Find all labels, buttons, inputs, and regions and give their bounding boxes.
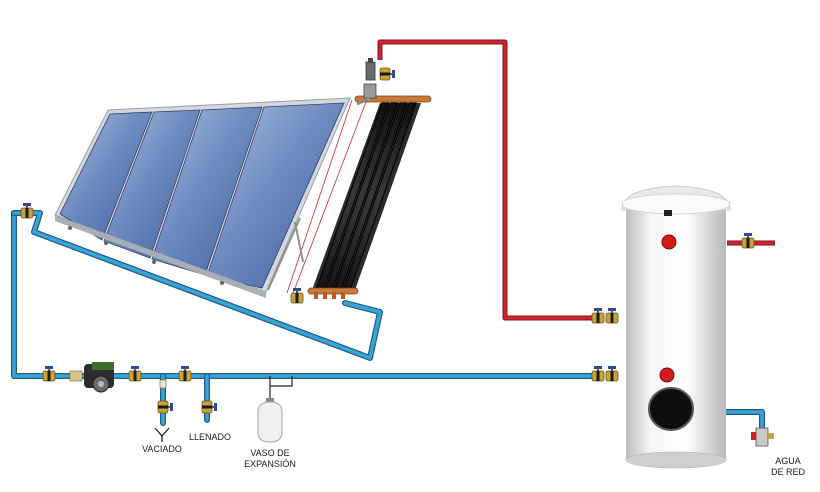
air-purger-icon <box>356 58 396 106</box>
expansion-branch-pipe <box>269 376 293 387</box>
expansion-vessel-label-line2: EXPANSIÓN <box>244 459 296 469</box>
inspection-flange-icon <box>648 387 694 431</box>
mains-water-label-line2: DE RED <box>770 467 805 477</box>
drain-outlet-icon <box>154 427 170 442</box>
absorber-tubes-icon <box>307 95 432 299</box>
lower-coil-port-icon <box>659 367 675 383</box>
mains-water-label: AGUA DE RED <box>764 456 812 478</box>
mains-water-label-line1: AGUA <box>775 456 801 466</box>
storage-tank-icon <box>621 185 731 469</box>
expansion-vessel-label-line1: VASO DE <box>250 448 290 458</box>
mains-inlet-valve-icon <box>751 427 774 447</box>
expansion-vessel-icon <box>257 398 283 443</box>
fill-label: LLENADO <box>188 432 232 442</box>
upper-coil-port-icon <box>661 234 677 250</box>
expansion-vessel-label: VASO DE EXPANSIÓN <box>232 448 308 470</box>
thermometer-port-icon <box>664 210 672 216</box>
circulation-pump-icon <box>69 362 114 393</box>
drain-label: VACIADO <box>142 444 182 454</box>
flat-solar-collector-icon <box>54 97 351 298</box>
